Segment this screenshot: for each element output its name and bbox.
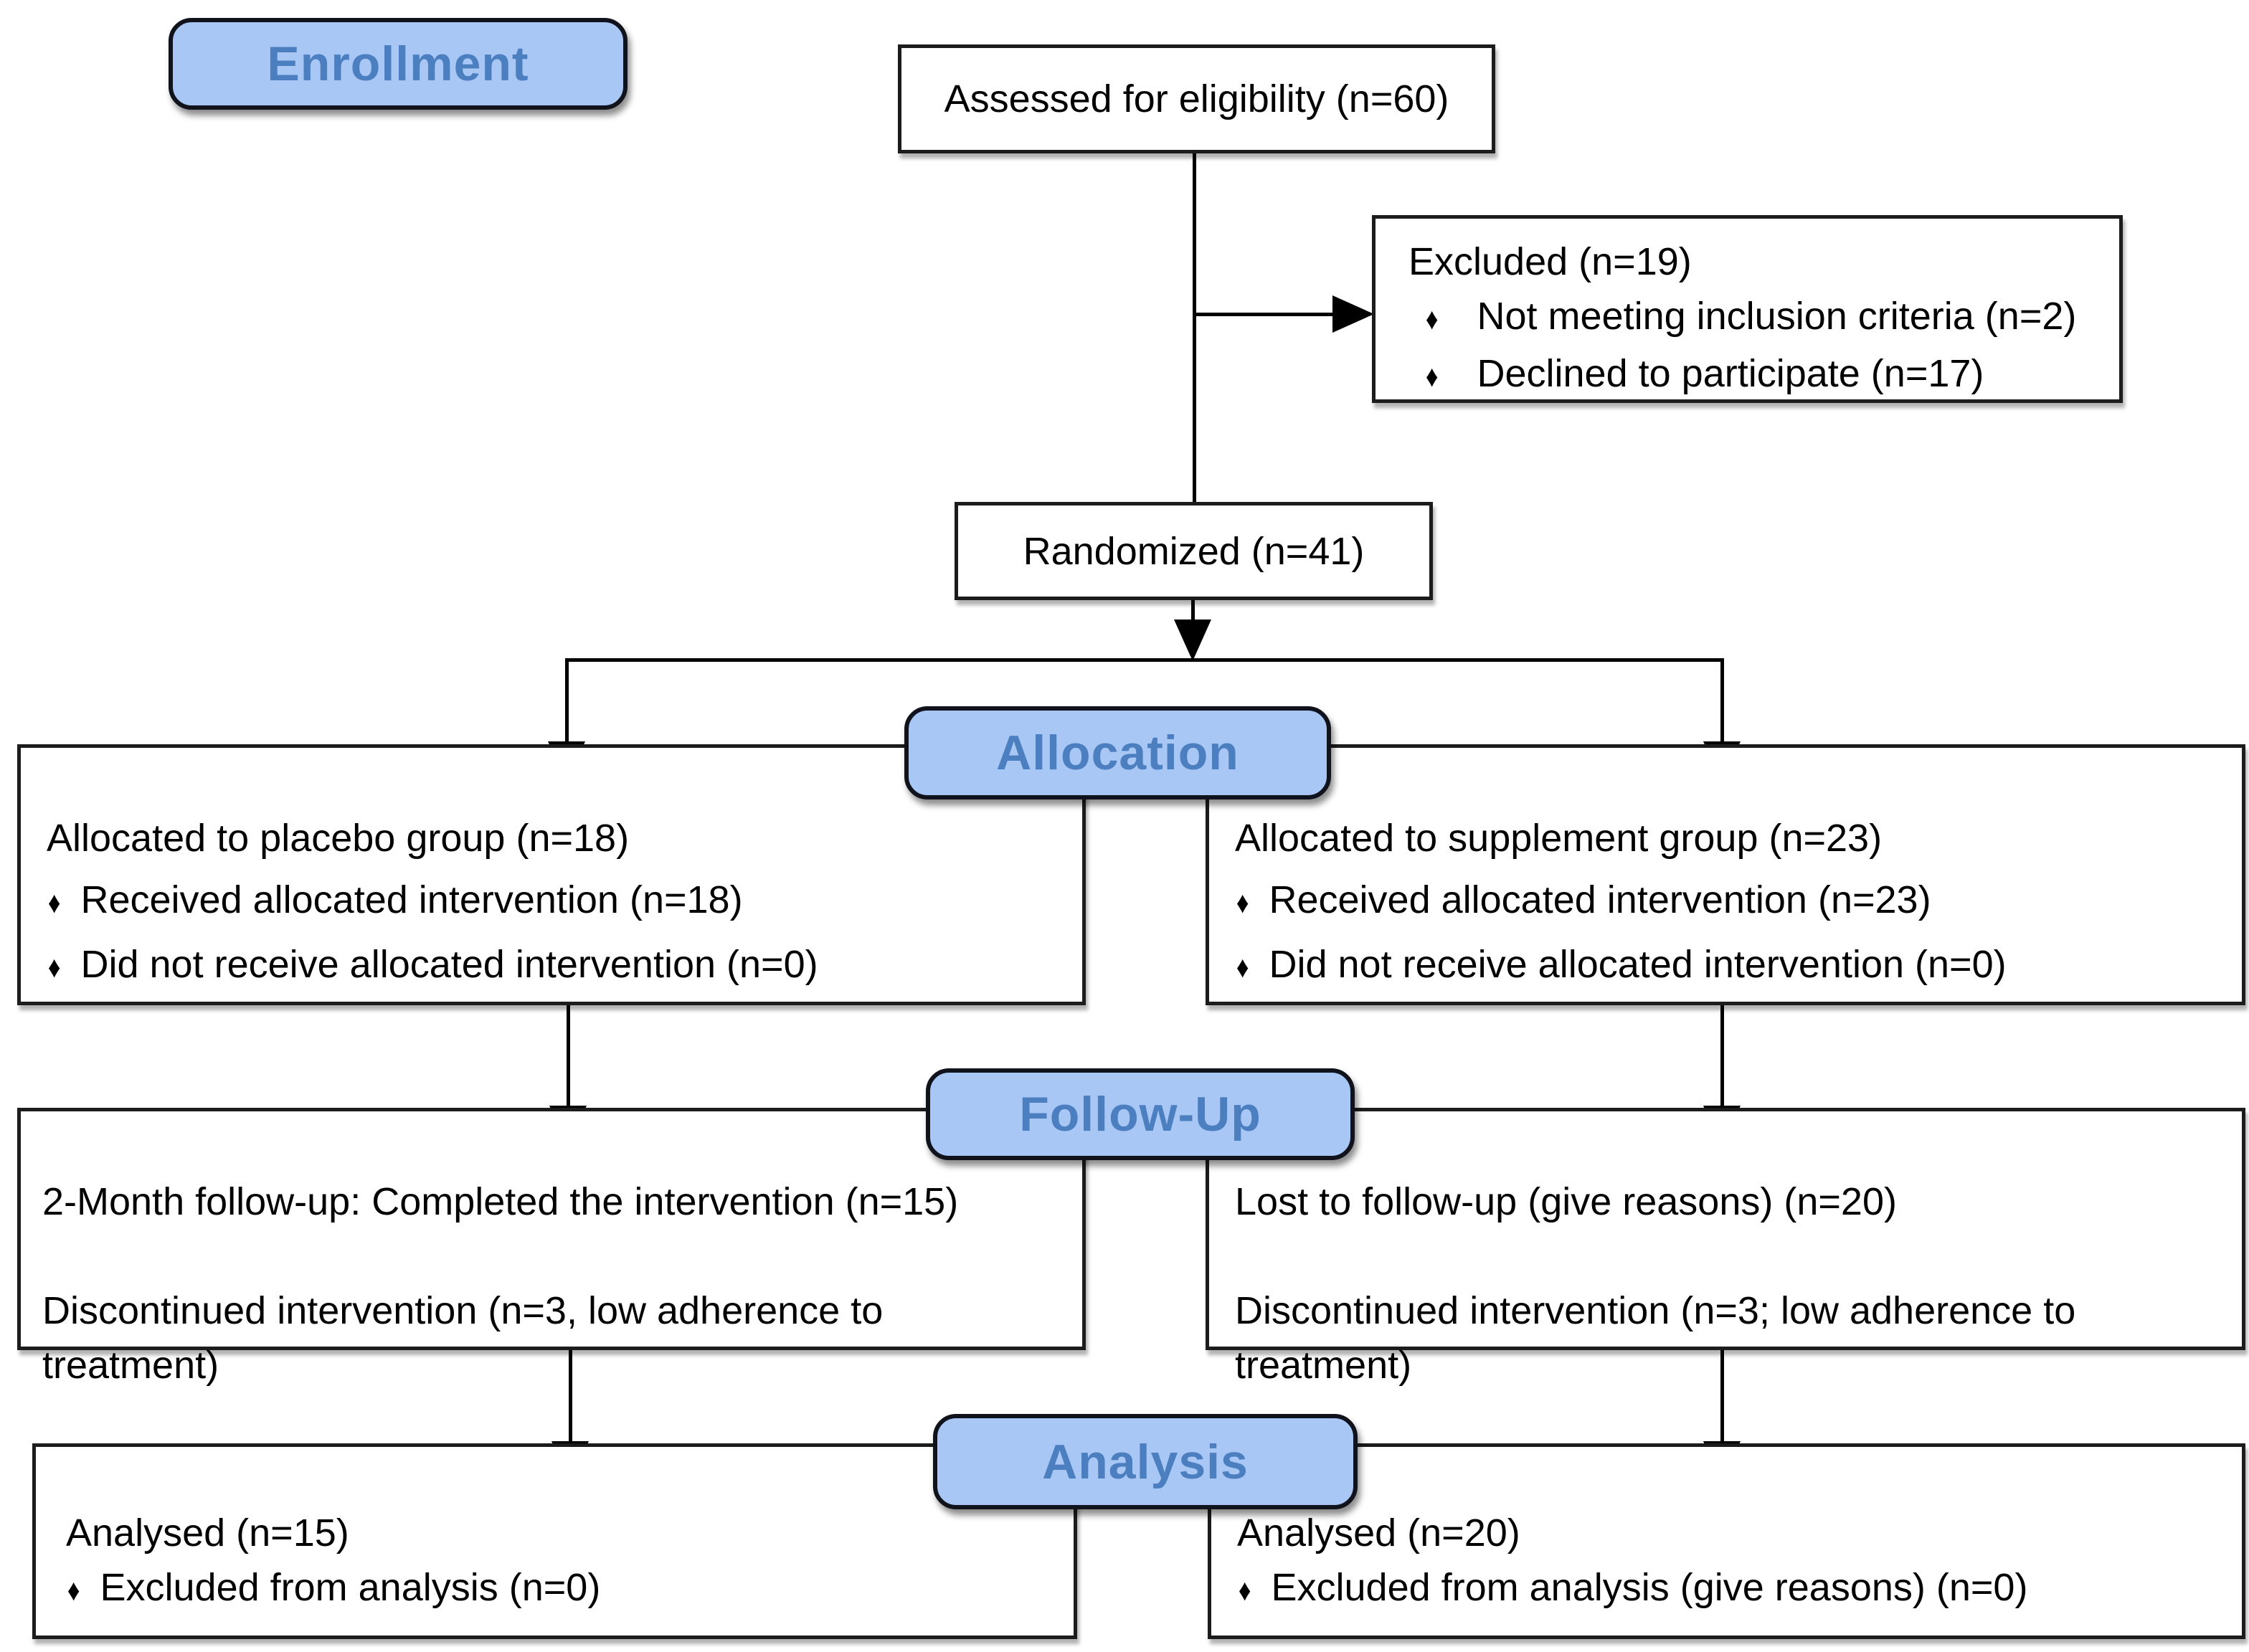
bullet-line: ♦ Excluded from analysis (give reasons) … [1237,1560,2220,1618]
bullet-text: Did not receive allocated intervention (… [80,943,818,986]
stage-label: Analysis [1042,1434,1249,1489]
box-analysis-supplement: Analysed (n=20) ♦ Excluded from analysis… [1208,1443,2245,1639]
connector-branch-right [1720,658,1724,744]
diamond-bullet-icon: ♦ [1238,1573,1251,1607]
box-title: Analysed (n=15) [66,1511,349,1554]
box-text: Assessed for eligibility (n=60) [944,77,1449,120]
connector-assessed-to-randomized [1193,152,1196,503]
box-text-line2: Discontinued intervention (n=3, low adhe… [42,1289,884,1387]
box-title: Excluded (n=19) [1408,240,1692,283]
box-title: Allocated to supplement group (n=23) [1235,817,1883,860]
connector-allocation-followup-left [567,1004,570,1108]
bullet-text: Excluded from analysis (n=0) [100,1566,601,1609]
bullet-line: ♦ Did not receive allocated intervention… [1235,937,2216,994]
bullet-text: Received allocated intervention (n=23) [1269,878,1931,921]
bullet-line: ♦ Did not receive allocated intervention… [47,937,1056,994]
connector-randomized-to-branch [1191,599,1195,627]
connector-branch-left [565,658,569,744]
stage-label: Follow-Up [1019,1087,1261,1141]
bullet-text: Did not receive allocated intervention (… [1269,943,2007,986]
diamond-bullet-icon: ♦ [47,886,61,919]
box-title: Analysed (n=20) [1237,1511,1520,1554]
box-text-line2: Discontinued intervention (n=3; low adhe… [1235,1289,2076,1387]
box-assessed-for-eligibility: Assessed for eligibility (n=60) [898,44,1495,153]
diamond-bullet-icon: ♦ [1425,302,1439,336]
bullet-line: ♦ Received allocated intervention (n=18) [47,873,1056,930]
bullet-text: Not meeting inclusion criteria (n=2) [1477,295,2077,338]
stage-badge-analysis: Analysis [933,1414,1358,1509]
stage-badge-followup: Follow-Up [926,1068,1355,1160]
stage-label: Allocation [996,726,1239,780]
bullet-text: Declined to participate (n=17) [1477,352,1984,395]
stage-label: Enrollment [267,37,529,91]
diamond-bullet-icon: ♦ [1236,950,1249,984]
stage-badge-allocation: Allocation [904,706,1331,799]
diamond-bullet-icon: ♦ [67,1573,80,1607]
connector-followup-analysis-left [569,1347,572,1443]
diamond-bullet-icon: ♦ [1425,359,1439,393]
connector-to-excluded [1193,313,1336,316]
arrowhead-branch-icon [1174,620,1211,661]
branch-line [565,658,1724,662]
diamond-bullet-icon: ♦ [47,950,61,984]
bullet-line: ♦ Received allocated intervention (n=23) [1235,873,2216,930]
diamond-bullet-icon: ♦ [1236,886,1249,919]
bullet-line: ♦ Declined to participate (n=17) [1408,346,2086,404]
box-followup-placebo: 2-Month follow-up: Completed the interve… [17,1108,1086,1387]
bullet-line: ♦ Not meeting inclusion criteria (n=2) [1408,289,2086,346]
box-analysis-placebo: Analysed (n=15) ♦ Excluded from analysis… [32,1443,1077,1639]
connector-allocation-followup-right [1720,1004,1724,1108]
arrowhead-excluded-icon [1332,295,1374,333]
box-title: Allocated to placebo group (n=18) [47,817,630,860]
box-text-line1: 2-Month follow-up: Completed the interve… [42,1180,959,1223]
bullet-text: Excluded from analysis (give reasons) (n… [1271,1566,2028,1609]
box-followup-supplement: Lost to follow-up (give reasons) (n=20) … [1206,1108,2245,1387]
box-excluded: Excluded (n=19) ♦ Not meeting inclusion … [1372,215,2123,403]
stage-badge-enrollment: Enrollment [169,18,628,110]
bullet-text: Received allocated intervention (n=18) [80,878,743,921]
connector-followup-analysis-right [1720,1347,1724,1443]
box-randomized: Randomized (n=41) [955,502,1433,600]
box-text: Randomized (n=41) [1023,529,1365,573]
box-text-line1: Lost to follow-up (give reasons) (n=20) [1235,1180,1897,1223]
box-allocation-supplement: Allocated to supplement group (n=23) ♦ R… [1206,744,2245,1005]
bullet-line: ♦ Excluded from analysis (n=0) [66,1560,1048,1618]
